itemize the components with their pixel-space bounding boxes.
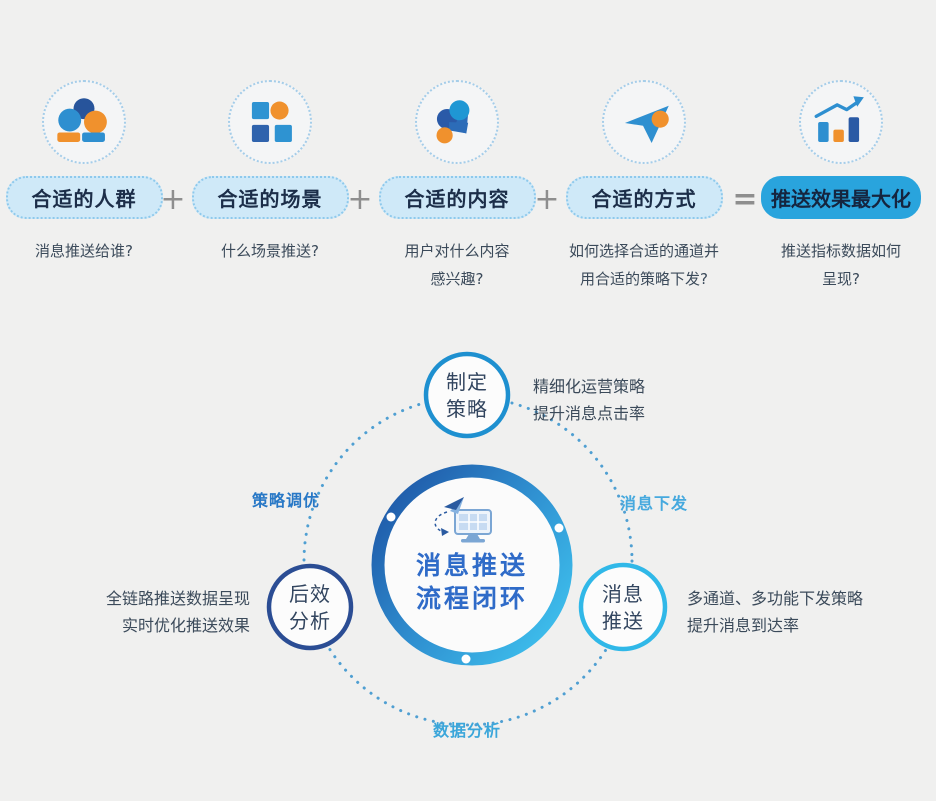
desc-line: 用户对什么内容: [404, 242, 510, 260]
formula-item-scene: 合适的场景 什么场景推送?: [170, 80, 370, 265]
desc-line: 什么场景推送?: [221, 242, 319, 260]
formula-item-method: 合适的方式 如何选择合适的通道并 用合适的策略下发?: [544, 80, 744, 293]
desc-line: 如何选择合适的通道并: [568, 242, 719, 260]
edge-label-strategy-tuning: 策略调优: [252, 491, 321, 510]
item-description: 用户对什么内容 感兴趣?: [404, 237, 509, 293]
edge-label-data-analysis: 数据分析: [433, 721, 502, 740]
node-label-push: 消息 推送: [568, 581, 678, 635]
equals-operator: =: [732, 182, 758, 217]
icon-circle: [42, 80, 126, 164]
send-icon: [624, 105, 669, 143]
formula-item-result: 推送效果最大化 推送指标数据如何 呈现?: [741, 80, 936, 293]
item-description: 什么场景推送?: [221, 237, 319, 265]
node-label-line: 策略: [446, 397, 488, 421]
people-group-icon: [57, 98, 107, 142]
node-circle-push: [578, 562, 668, 652]
plus-operator: +: [347, 182, 373, 217]
plus-operator: +: [534, 182, 560, 217]
plus-operator: +: [160, 182, 186, 217]
desc-line: 精细化运营策略: [533, 377, 646, 396]
node-label-analysis: 后效 分析: [255, 581, 365, 635]
desc-line: 推送指标数据如何: [780, 242, 901, 260]
node-circle-strategy: [423, 351, 511, 439]
bar-chart-icon: [814, 96, 864, 142]
heart-icon: [436, 100, 470, 144]
icon-circle: [415, 80, 499, 164]
center-title-line: 消息推送: [415, 551, 528, 580]
desc-line: 呈现?: [822, 270, 860, 288]
desc-line: 实时优化推送效果: [121, 616, 250, 635]
node-desc-analysis: 全链路推送数据呈现 实时优化推送效果: [106, 585, 250, 639]
edge-label-message-delivery: 消息下发: [620, 494, 689, 513]
cycle-graphic: [266, 351, 668, 727]
item-description: 如何选择合适的通道并 用合适的策略下发?: [569, 237, 719, 293]
node-label-line: 后效: [289, 582, 331, 606]
item-description: 消息推送给谁?: [35, 237, 133, 265]
desc-line: 全链路推送数据呈现: [105, 589, 250, 608]
node-label-line: 消息: [602, 582, 644, 606]
cycle-diagram: 消息推送 流程闭环 制定 策略 后效 分析 消息 推送 精细化运营策略 提升消息…: [0, 330, 936, 801]
desc-line: 用合适的策略下发?: [580, 270, 708, 288]
ring-dot: [554, 523, 564, 533]
desc-line: 提升消息到达率: [687, 616, 800, 635]
node-label-strategy: 制定 策略: [412, 369, 522, 423]
cycle-ring: [371, 464, 573, 666]
desc-line: 感兴趣?: [430, 270, 484, 288]
item-description: 推送指标数据如何 呈现?: [781, 237, 901, 293]
icon-circle: [799, 80, 883, 164]
cycle-center-title: 消息推送 流程闭环: [372, 549, 572, 615]
node-label-line: 分析: [289, 609, 331, 633]
ring-dot: [386, 512, 396, 522]
grid-icon: [251, 101, 292, 142]
pill-label: 合适的方式: [565, 176, 723, 219]
icon-circle: [228, 80, 312, 164]
node-desc-strategy: 精细化运营策略 提升消息点击率: [533, 373, 645, 427]
desc-line: 提升消息点击率: [533, 404, 646, 423]
pill-label: 合适的人群: [5, 176, 163, 219]
icon-circle: [602, 80, 686, 164]
pill-label: 合适的场景: [191, 176, 349, 219]
desc-line: 消息推送给谁?: [35, 242, 133, 260]
formula-item-content: 合适的内容 用户对什么内容 感兴趣?: [357, 80, 557, 293]
desc-line: 多通道、多功能下发策略: [687, 589, 864, 608]
pill-label: 合适的内容: [378, 176, 536, 219]
node-desc-push: 多通道、多功能下发策略 提升消息到达率: [687, 585, 863, 639]
formula-item-audience: 合适的人群 消息推送给谁?: [0, 80, 184, 265]
node-circle-analysis: [266, 563, 354, 651]
pill-label-highlight: 推送效果最大化: [761, 176, 921, 219]
node-label-line: 推送: [602, 609, 644, 633]
monitor-paper-plane-icon: [434, 497, 492, 543]
node-label-line: 制定: [446, 370, 488, 394]
ring-dot: [461, 654, 471, 664]
center-title-line: 流程闭环: [415, 584, 528, 613]
